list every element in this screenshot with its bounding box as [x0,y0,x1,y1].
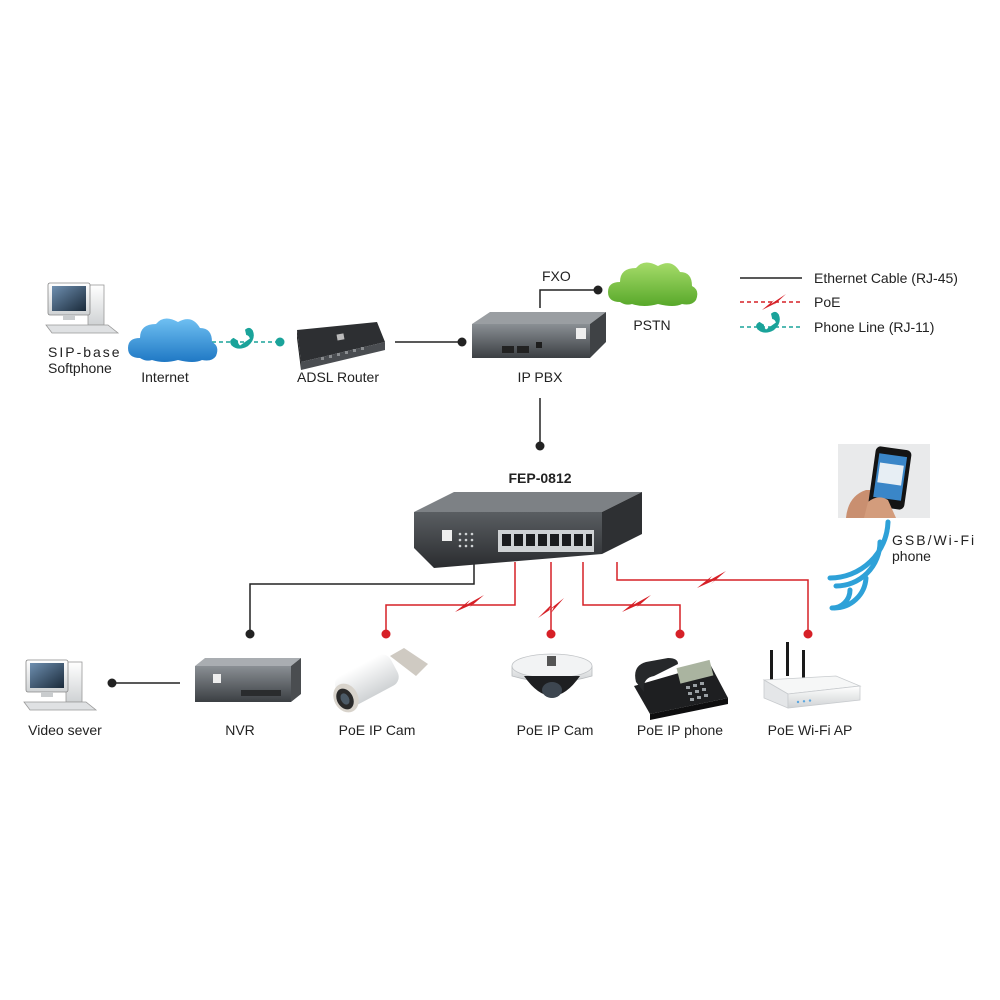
legend-poe-swatch [740,294,802,310]
poe-endpoints [381,629,813,639]
bullet-camera-icon [333,648,428,713]
poe-bolts [455,571,726,618]
pstn-label: PSTN [633,317,671,333]
desk-phone-icon [634,658,728,720]
network-switch-icon [414,492,642,568]
smartphone-icon [838,444,930,518]
internet-label: Internet [141,369,189,385]
gsm-phone-label-line2: phone [892,548,931,564]
wifi-access-point-icon [762,642,862,709]
ip-pbx-icon [472,312,606,358]
wifi-ap-label: PoE Wi-Fi AP [767,722,853,738]
ip-cam-2-label: PoE IP Cam [516,722,594,738]
legend-ethernet-label: Ethernet Cable (RJ-45) [814,270,958,286]
legend-poe-label: PoE [814,294,841,310]
adsl-router-label: ADSL Router [297,369,379,385]
cloud-icon [608,262,698,306]
ethernet-links [112,289,598,684]
poe-links [385,562,809,634]
softphone-label-line1: SIP-base [48,344,122,360]
desktop-computer-icon [45,282,120,334]
link-switch-nvr [249,560,475,634]
softphone-label-line2: Softphone [48,360,112,376]
gsm-phone-label: GSB/Wi-Fi phone [892,532,976,564]
wifi-signal-icon [827,519,891,611]
cloud-icon [128,318,218,362]
legend-phone-label: Phone Line (RJ-11) [814,319,935,335]
switch-label: FEP-0812 [508,470,572,486]
phone-handset-icon [230,327,254,349]
legend-phone-swatch [740,311,802,333]
ip-cam-1-label: PoE IP Cam [338,722,416,738]
legend [740,277,802,333]
nvr-icon [195,658,301,702]
ip-pbx-label: IP PBX [517,369,563,385]
link-pbx-fxo [539,289,598,308]
phone-link [212,327,285,349]
adsl-router-icon [297,322,385,370]
ethernet-endpoints [107,285,603,688]
gsm-phone-label-line1: GSB/Wi-Fi [892,532,977,548]
ip-phone-label: PoE IP phone [636,722,724,738]
dome-camera-icon [511,653,593,698]
nvr-label: NVR [225,722,255,738]
desktop-computer-icon [23,659,98,711]
fxo-label: FXO [542,268,571,284]
softphone-label: SIP-base Softphone [48,344,122,376]
video-server-label: Video sever [28,722,102,738]
